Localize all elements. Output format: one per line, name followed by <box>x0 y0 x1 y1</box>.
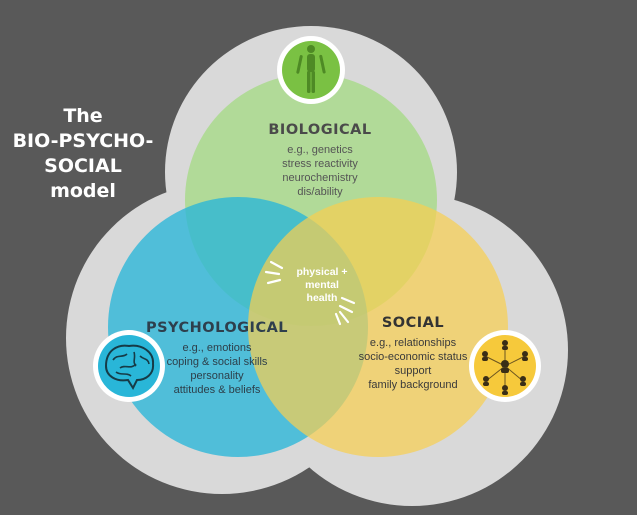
social-circle <box>248 197 508 457</box>
biological-item: dis/ability <box>297 186 343 198</box>
psychological-section: PSYCHOLOGICAL e.g., emotions coping & so… <box>142 320 292 397</box>
diagram-title: The BIO-PSYCHO- SOCIAL model <box>8 104 158 204</box>
human-body-icon <box>277 36 345 104</box>
center-label: physical + mental health <box>286 266 358 305</box>
center-label-line: mental <box>305 279 339 291</box>
biological-item: stress reactivity <box>282 158 358 170</box>
psychological-item: personality <box>190 370 244 382</box>
biological-heading: BIOLOGICAL <box>268 122 372 138</box>
biological-section: BIOLOGICAL e.g., genetics stress reactiv… <box>230 122 410 199</box>
social-item: support <box>394 365 432 377</box>
title-line: model <box>50 180 116 202</box>
title-line: The <box>63 105 103 127</box>
people-network-icon <box>469 330 541 402</box>
title-line: BIO-PSYCHO- <box>12 130 154 152</box>
brain-icon <box>93 330 165 402</box>
social-heading: SOCIAL <box>381 315 445 331</box>
social-item: e.g., relationships <box>369 337 457 349</box>
psychological-item: attitudes & beliefs <box>173 384 261 396</box>
social-item: family background <box>368 379 458 391</box>
title-line: SOCIAL <box>44 155 122 177</box>
center-label-line: physical + <box>296 266 348 278</box>
social-item: socio-economic status <box>358 351 468 363</box>
biological-item: e.g., genetics <box>287 144 353 156</box>
biological-item: neurochemistry <box>282 172 358 184</box>
social-section: SOCIAL e.g., relationships socio-economi… <box>348 315 478 392</box>
psychological-item: e.g., emotions <box>182 342 252 354</box>
psychological-heading: PSYCHOLOGICAL <box>145 320 289 336</box>
psychological-item: coping & social skills <box>166 356 268 368</box>
center-label-line: health <box>306 292 338 304</box>
sparkle-lines <box>264 260 356 326</box>
